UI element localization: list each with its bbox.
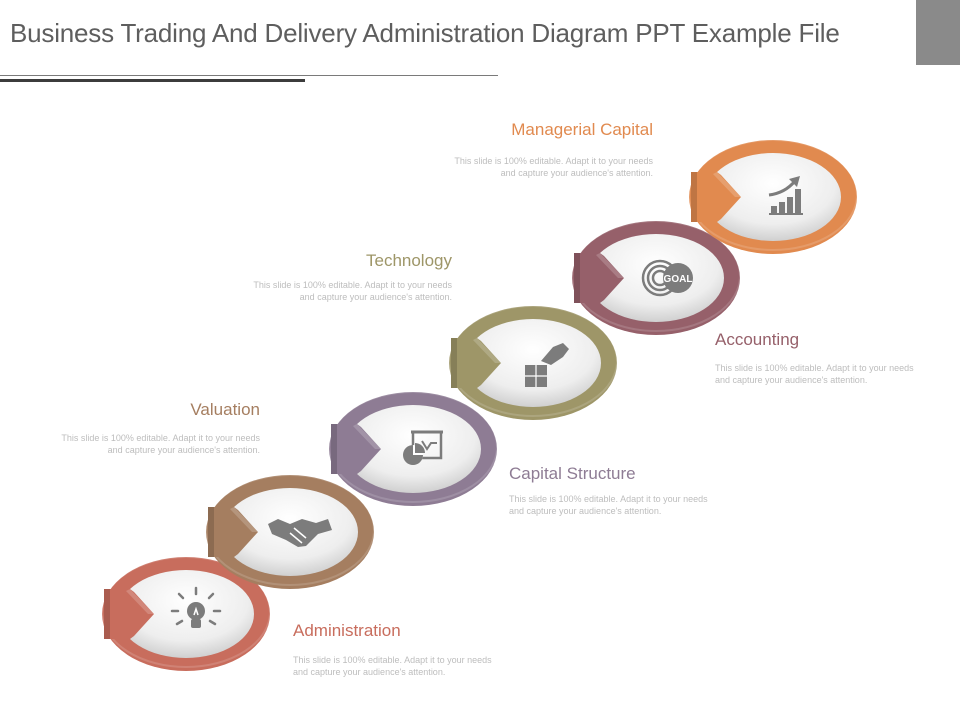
- growth-chart-icon: [768, 176, 803, 215]
- step-label-accounting: Accounting: [715, 330, 800, 349]
- step-arrow-administration: [104, 589, 154, 639]
- goal-target-icon: GOAL: [641, 259, 693, 297]
- step-technology: [448, 305, 618, 420]
- corner-decoration: [916, 0, 960, 65]
- step-description-accounting: This slide is 100% editable. Adapt it to…: [715, 363, 914, 385]
- step-administration: [101, 556, 271, 671]
- step-label-capital-structure: Capital Structure: [509, 464, 636, 483]
- step-label-technology: Technology: [365, 251, 452, 270]
- step-inner-disc: [465, 319, 601, 407]
- presentation-chart-icon: [403, 430, 443, 465]
- goal-badge-text: GOAL: [664, 274, 693, 285]
- step-description-valuation: This slide is 100% editable. Adapt it to…: [61, 433, 260, 455]
- step-inner-disc: [588, 234, 724, 322]
- step-description-managerial-capital: This slide is 100% editable. Adapt it to…: [454, 156, 653, 178]
- title-underline-thin: [0, 75, 498, 76]
- step-arrow-technology: [451, 338, 501, 388]
- step-label-administration: Administration: [293, 621, 401, 640]
- step-managerial-capital: [688, 139, 858, 254]
- step-arrow-accounting: [574, 253, 624, 303]
- step-accounting: GOAL: [571, 220, 741, 335]
- step-label-valuation: Valuation: [190, 400, 260, 419]
- step-arrow-capital-structure: [331, 424, 381, 474]
- handshake-icon: [268, 519, 332, 547]
- step-arrow-managerial-capital: [691, 172, 741, 222]
- slide-title: Business Trading And Delivery Administra…: [10, 18, 840, 48]
- step-arrow-valuation: [208, 507, 258, 557]
- step-inner-disc: [118, 570, 254, 658]
- step-valuation: [205, 474, 375, 589]
- step-description-technology: This slide is 100% editable. Adapt it to…: [253, 280, 452, 302]
- step-description-administration: This slide is 100% editable. Adapt it to…: [293, 655, 492, 677]
- puzzle-hand-icon: [525, 343, 569, 387]
- lightbulb-icon: [170, 586, 222, 628]
- title-underline-thick: [0, 79, 305, 82]
- step-inner-disc: [705, 153, 841, 241]
- step-capital-structure: [328, 391, 498, 506]
- step-description-capital-structure: This slide is 100% editable. Adapt it to…: [509, 494, 708, 516]
- step-label-managerial-capital: Managerial Capital: [511, 120, 653, 139]
